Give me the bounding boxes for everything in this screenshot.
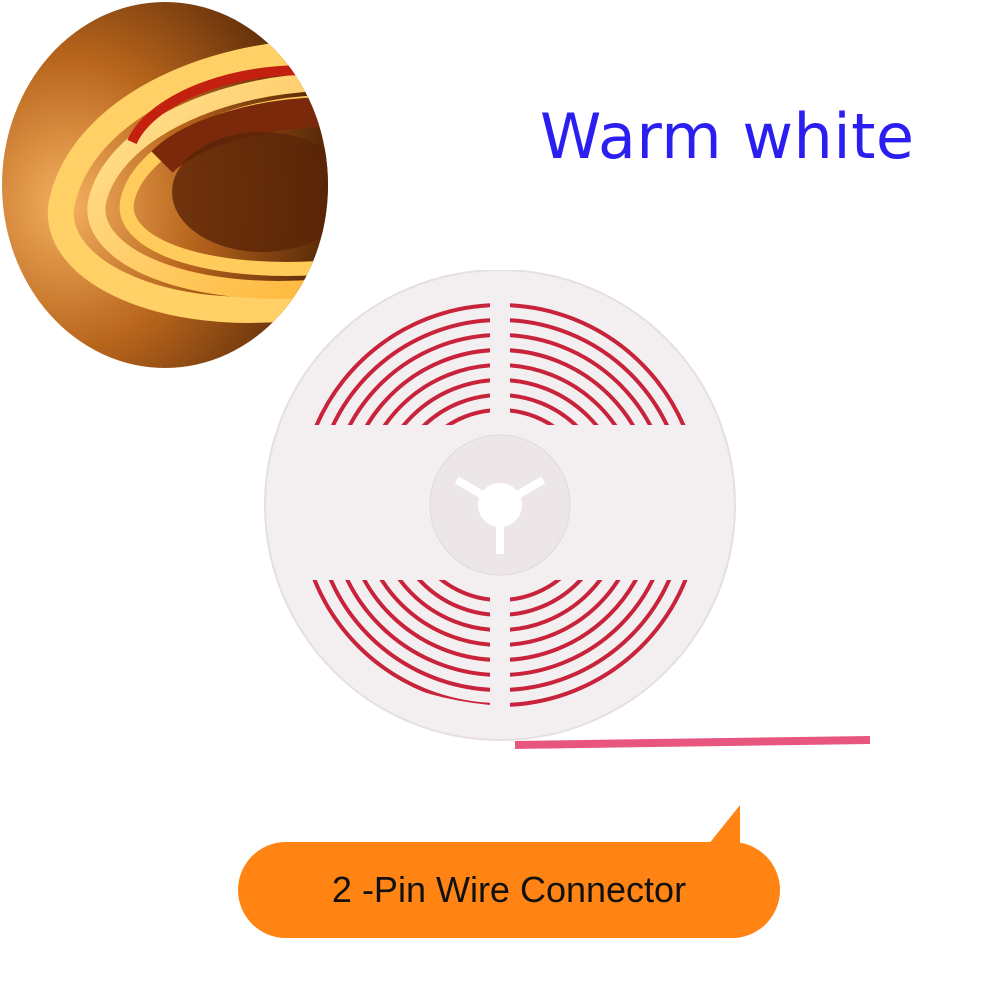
led-strip-reel [260, 269, 880, 775]
callout-label: 2 -Pin Wire Connector [331, 869, 687, 910]
glowing-led-strip-inset [2, 2, 328, 368]
connector-callout: 2 -Pin Wire Connector [238, 842, 780, 938]
color-title: Warm white [540, 100, 915, 173]
